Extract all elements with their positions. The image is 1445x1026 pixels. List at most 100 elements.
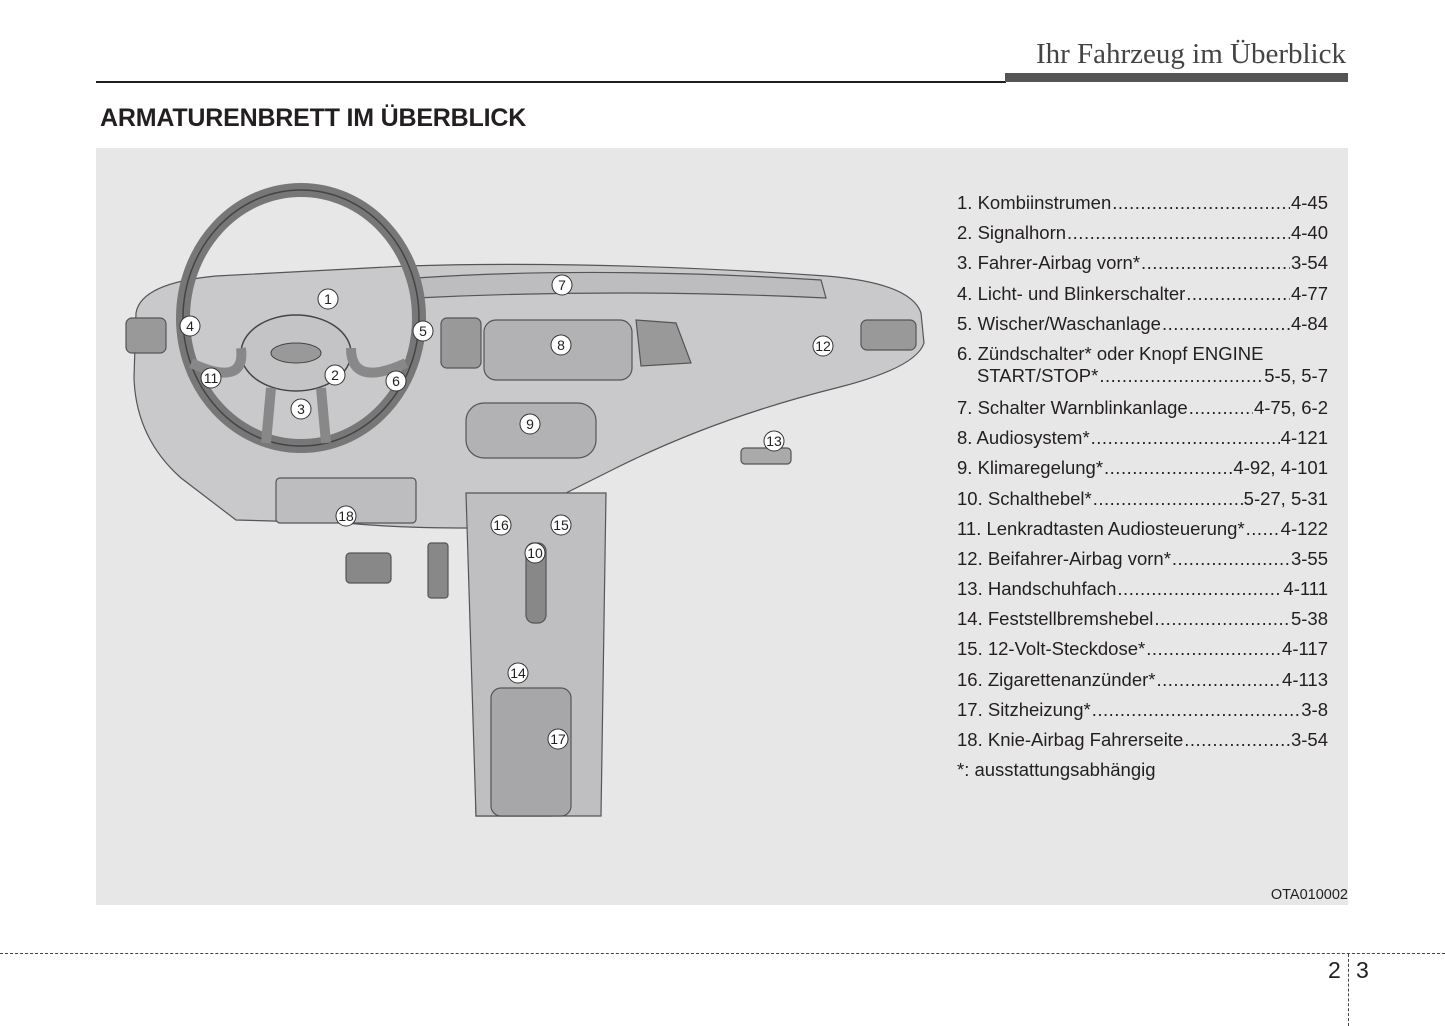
list-item: 4. Licht- und Blinkerschalter4-77 [957, 283, 1328, 313]
callout-11: 11 [200, 367, 222, 389]
item-page: 4-75, 6-2 [1253, 396, 1328, 418]
item-label: 17. Sitzheizung* [957, 698, 1091, 720]
dot-leader [1067, 222, 1290, 244]
callout-circle [763, 430, 785, 452]
item-label: 18. Knie-Airbag Fahrerseite [957, 729, 1184, 750]
callout-circle [524, 542, 546, 564]
dot-leader [1091, 427, 1280, 449]
callout-7: 7 [551, 274, 573, 296]
dot-leader [1117, 578, 1282, 600]
callout-13: 13 [763, 430, 785, 452]
callout-circle [551, 274, 573, 296]
callout-15: 15 [550, 514, 572, 536]
callout-circle [324, 364, 346, 386]
list-item: 14. Feststellbremshebel5-38 [957, 608, 1328, 638]
item-page: 4-117 [1282, 638, 1328, 660]
figure-code: OTA010002 [1270, 887, 1348, 903]
dot-leader [1092, 699, 1301, 721]
item-page: 3-54 [1290, 252, 1328, 274]
callout-16: 16 [490, 514, 512, 536]
callout-number: 7 [558, 277, 566, 293]
callout-5: 5 [412, 320, 434, 342]
list-item: 17. Sitzheizung*3-8 [957, 699, 1328, 729]
list-item: 11. Lenkradtasten Audiosteuerung* 4-122 [957, 518, 1328, 548]
component-list: 1. Kombiinstrumen4-452. Signalhorn4-403.… [957, 192, 1328, 781]
callout-number: 1 [324, 291, 332, 307]
dot-leader [1104, 457, 1232, 479]
callout-circle [412, 320, 434, 342]
item-label: 5. Wischer/Waschanlage [957, 312, 1161, 334]
item-label: 1. Kombiinstrumen [957, 192, 1112, 213]
item-label: 13. Handschuhfach [957, 578, 1117, 600]
dot-leader [1186, 283, 1290, 305]
page-divider [1348, 954, 1349, 1026]
page-number-left: 2 [1328, 957, 1341, 983]
callout-number: 9 [526, 416, 534, 432]
callout-circle [290, 398, 312, 420]
callout-circle [550, 334, 572, 356]
dot-leader [1162, 313, 1290, 335]
callout-4: 4 [179, 315, 201, 337]
list-item: 6. Zündschalter* oder Knopf ENGINE START… [957, 343, 1328, 397]
item-page: 4-45 [1290, 192, 1328, 213]
page-number-right: 3 [1356, 957, 1369, 983]
dot-leader [1154, 608, 1290, 630]
list-item: 15. 12-Volt-Steckdose*4-117 [957, 638, 1328, 668]
callout-number: 8 [557, 337, 565, 353]
dot-leader [1099, 365, 1263, 387]
callout-circle [550, 514, 572, 536]
callout-number: 11 [204, 370, 219, 386]
section-title: Ihr Fahrzeug im Überblick [1035, 38, 1346, 70]
callout-number: 3 [297, 401, 305, 417]
footer-rule [0, 953, 1445, 954]
callout-circle [200, 367, 222, 389]
item-page: 4-122 [1280, 517, 1328, 539]
header-bar [1005, 73, 1348, 82]
callout-number: 15 [553, 517, 569, 533]
item-label: 12. Beifahrer-Airbag vorn* [957, 547, 1171, 569]
callout-6: 6 [385, 370, 407, 392]
callout-number: 5 [419, 323, 427, 339]
callout-number: 17 [550, 731, 566, 747]
callout-circle [519, 413, 541, 435]
callout-number: 16 [493, 517, 509, 533]
callout-circle [317, 288, 339, 310]
list-item: 8. Audiosystem* 4-121 [957, 427, 1328, 457]
item-page: 4-77 [1290, 282, 1328, 304]
item-page: 3-54 [1290, 729, 1328, 750]
item-label-cont: START/STOP* [977, 364, 1099, 386]
dot-leader [1246, 518, 1280, 540]
item-page: 4-113 [1282, 668, 1328, 690]
callout-number: 12 [815, 338, 831, 354]
callout-circle [812, 335, 834, 357]
item-page: 4-111 [1283, 578, 1328, 600]
callout-circle [507, 662, 529, 684]
callout-17: 17 [547, 728, 569, 750]
dot-leader [1146, 638, 1281, 660]
callout-number: 10 [527, 545, 543, 561]
callout-18: 18 [335, 505, 357, 527]
list-item: 13. Handschuhfach 4-111 [957, 578, 1328, 608]
item-label: 7. Schalter Warnblinkanlage [957, 396, 1188, 418]
callout-14: 14 [507, 662, 529, 684]
item-label: 11. Lenkradtasten Audiosteuerung* [957, 517, 1245, 539]
dot-leader [1184, 729, 1290, 751]
callout-number: 14 [510, 665, 526, 681]
dot-leader [1157, 669, 1282, 691]
item-page: 4-121 [1280, 427, 1328, 449]
list-item: 1. Kombiinstrumen 4-45 [957, 192, 1328, 222]
item-page: 3-55 [1290, 547, 1328, 569]
callout-2: 2 [324, 364, 346, 386]
callout-12: 12 [812, 335, 834, 357]
item-page: 4-84 [1290, 312, 1328, 334]
list-item: 18. Knie-Airbag Fahrerseite 3-54 [957, 729, 1328, 759]
dot-leader [1093, 488, 1243, 510]
dot-leader [1189, 397, 1253, 419]
item-page: 5-27, 5-31 [1243, 487, 1328, 509]
footnote: *: ausstattungsabhängig [957, 759, 1156, 781]
item-label: 14. Feststellbremshebel [957, 608, 1154, 630]
list-item: 5. Wischer/Waschanlage 4-84 [957, 313, 1328, 343]
callout-circle [385, 370, 407, 392]
item-label: 8. Audiosystem* [957, 427, 1090, 449]
callout-circle [335, 505, 357, 527]
